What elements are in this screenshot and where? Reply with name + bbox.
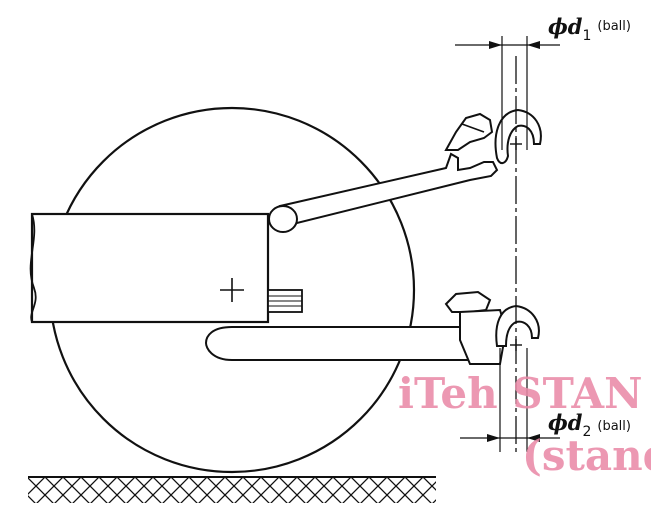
upper-hook: [494, 108, 542, 164]
watermark-line-2: (stand: [522, 431, 651, 480]
lower-link-arm: [204, 326, 471, 361]
label-d1-subscript: 1: [582, 28, 591, 44]
upper-ball-joint: [268, 205, 298, 233]
lower-hook: [495, 304, 540, 347]
dim-d1-arrow-right: [527, 41, 540, 49]
label-d2-ball: (ball): [597, 419, 631, 434]
label-d1-ball: (ball): [597, 19, 631, 34]
label-d2: ϕd2 (ball): [548, 410, 631, 440]
label-d2-symbol: ϕd: [548, 410, 583, 435]
dim-d1-arrow-left: [489, 41, 502, 49]
upper-hook-latch: [444, 112, 494, 151]
label-d2-subscript: 2: [582, 424, 591, 440]
dim-d2-arrow-left: [487, 434, 500, 442]
upper-link-arm: [278, 152, 499, 227]
label-d1: ϕd1 (ball): [548, 14, 631, 44]
label-d1-symbol: ϕd: [548, 14, 583, 39]
ground-hatch: [28, 477, 436, 503]
upper-latch-detail: [461, 123, 485, 133]
tractor-body-break: [29, 213, 37, 323]
watermark-line-1: iTeh STAN: [398, 369, 643, 418]
lower-hook-latch: [444, 290, 492, 313]
dim-d2-arrow-right: [527, 434, 540, 442]
tractor-body: [30, 212, 270, 324]
